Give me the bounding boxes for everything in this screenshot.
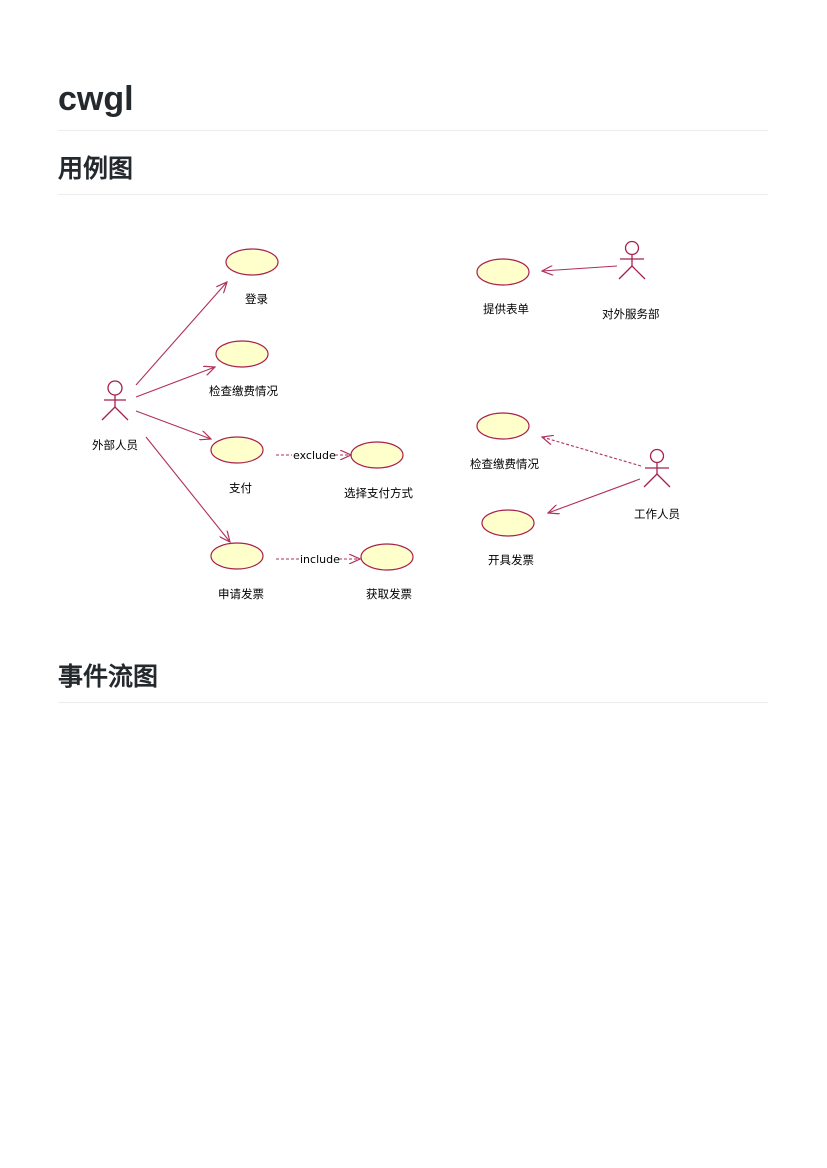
- usecase-apply-invoice: [210, 542, 264, 570]
- actor-service-dept: [618, 240, 646, 280]
- usecase-provide-form: [476, 258, 530, 286]
- usecase-choose-pay-method: [350, 441, 404, 469]
- usecase-issue-invoice: [481, 509, 535, 537]
- usecase-label: 支付: [229, 481, 252, 495]
- association-line: [145, 436, 230, 542]
- usecase-label: 检查缴费情况: [209, 384, 278, 398]
- usecase-label: 检查缴费情况: [470, 457, 539, 471]
- usecase-label: 获取发票: [366, 587, 412, 601]
- section-divider: [58, 194, 768, 195]
- actor-label: 工作人员: [634, 507, 680, 521]
- association-line: [542, 266, 618, 271]
- usecase-label: 申请发票: [218, 587, 264, 601]
- usecase-label: 登录: [245, 292, 268, 306]
- usecase-login: [225, 248, 279, 276]
- usecase-get-invoice: [360, 543, 414, 571]
- actor-staff: [643, 448, 671, 488]
- page-title: cwgl: [58, 80, 134, 118]
- actor-label: 外部人员: [92, 438, 138, 452]
- actor-label: 对外服务部: [602, 307, 660, 321]
- association-line: [135, 367, 215, 398]
- section-divider: [58, 702, 768, 703]
- stereotype-label: include: [300, 553, 340, 566]
- usecase-check-fee-right: [476, 412, 530, 440]
- association-line: [135, 282, 227, 386]
- actor-external: [101, 380, 129, 421]
- association-line: [548, 478, 641, 513]
- use-case-diagram: 外部人员 对外服务部 工作人员 登录 检查缴费情况 支付 选择支付方式 申请发票…: [92, 240, 680, 601]
- usecase-pay: [210, 436, 264, 464]
- section-heading-event-flow: 事件流图: [58, 663, 159, 691]
- usecase-label: 选择支付方式: [344, 486, 413, 500]
- association-line: [542, 437, 642, 467]
- usecase-label: 开具发票: [488, 553, 534, 567]
- section-heading-use-case: 用例图: [58, 155, 134, 183]
- title-divider: [58, 130, 768, 131]
- association-line: [135, 410, 211, 439]
- usecase-label: 提供表单: [483, 302, 529, 316]
- stereotype-label: exclude: [293, 449, 336, 462]
- usecase-check-fee-left: [215, 340, 269, 368]
